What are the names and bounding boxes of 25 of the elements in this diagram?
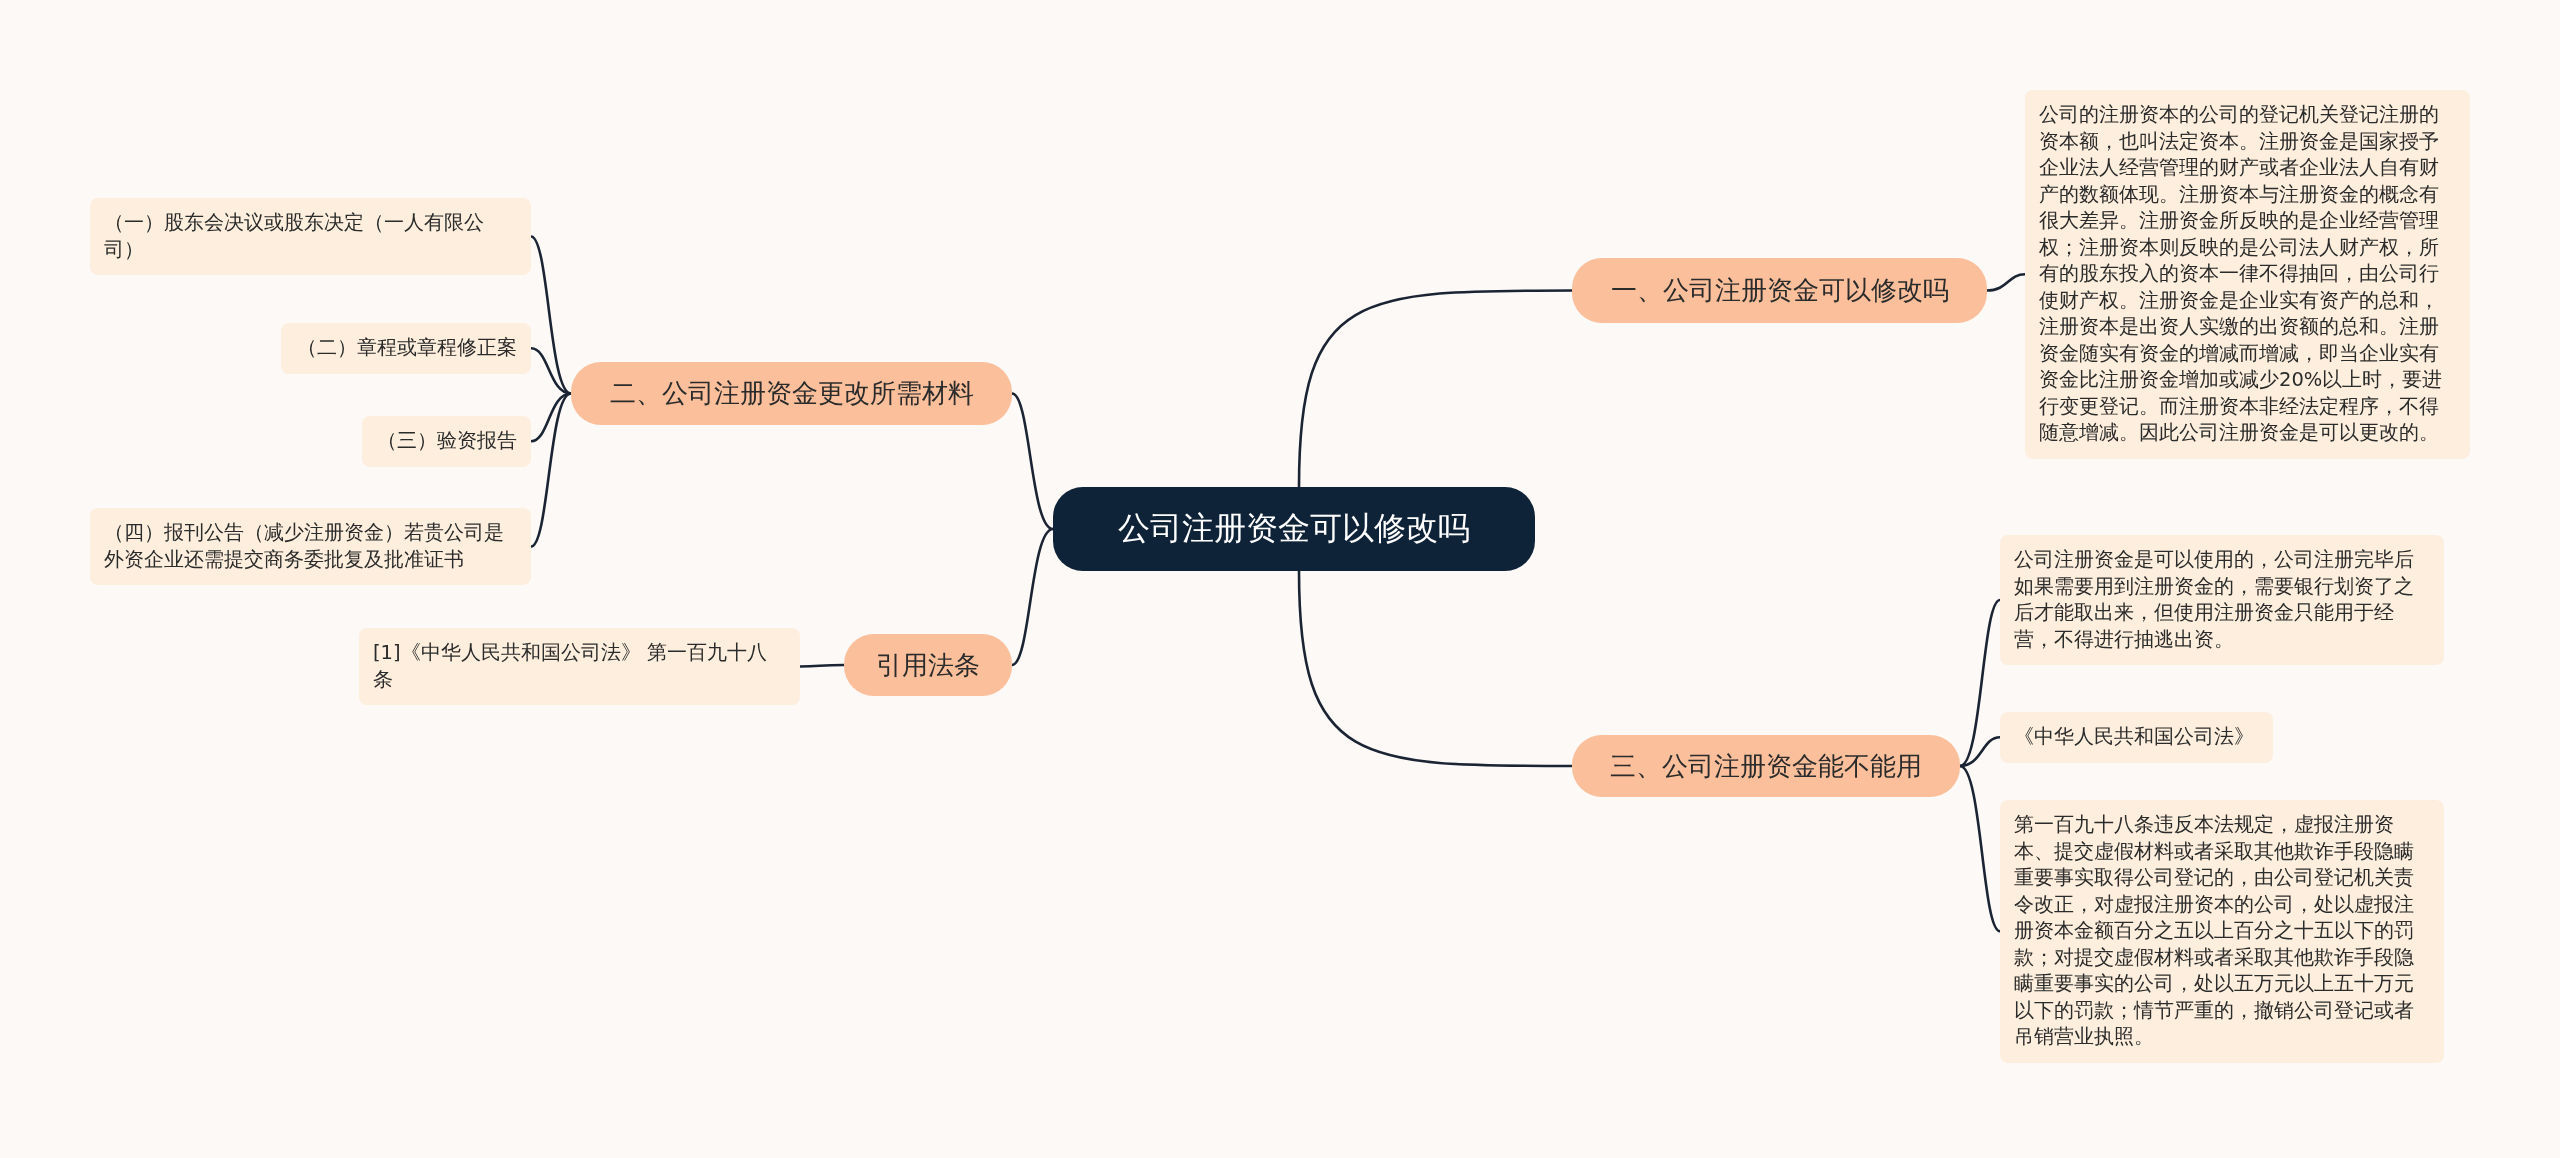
topic-box: 三、公司注册资金能不能用	[1572, 735, 1960, 797]
note-box: （三）验资报告	[362, 416, 531, 467]
note-box: （四）报刊公告（减少注册资金）若贵公司是外资企业还需提交商务委批复及批准证书	[90, 508, 531, 585]
note-box: （一）股东会决议或股东决定（一人有限公司）	[90, 198, 531, 275]
connector	[1297, 289, 1572, 488]
note-box: [1]《中华人民共和国公司法》 第一百九十八条	[359, 628, 800, 705]
connector	[1011, 392, 1054, 531]
topic-box: 一、公司注册资金可以修改吗	[1572, 258, 1987, 323]
connector	[1986, 272, 2026, 292]
note-box: 第一百九十八条违反本法规定，虚报注册资本、提交虚假材料或者采取其他欺诈手段隐瞒重要事实取得公司登记的，由公司登记机关责令改正，对虚报注册资本的公司，处以虚报注册资本金额百分之五以上百分之十五以下的罚款；对提交虚假材料或者采取其他欺诈手段隐瞒重要事实的公司，处以五万元以上五十万元以下的罚款；情节严重的，撤销公司登记或者吊销营业执照。	[2000, 800, 2444, 1063]
note-box: 公司注册资金是可以使用的，公司注册完毕后如果需要用到注册资金的，需要银行划资了之后才能取出来，但使用注册资金只能用于经营，不得进行抽逃出资。	[2000, 535, 2444, 665]
connector	[800, 663, 844, 668]
connector	[530, 392, 572, 548]
topic-box: 二、公司注册资金更改所需材料	[571, 362, 1012, 425]
topic-box: 引用法条	[844, 634, 1012, 696]
connector	[530, 346, 572, 395]
connector	[1297, 570, 1572, 768]
connector	[1959, 764, 2001, 933]
note-box: 公司的注册资本的公司的登记机关登记注册的资本额，也叫法定资本。注册资金是国家授予企业法人经营管理的财产或者企业法人自有财产的数额体现。注册资本与注册资金的概念有很大差异。注册资金所反映的是企业经营管理权；注册资本则反映的是公司法人财产权，所有的股东投入的资本一律不得抽回，由公司行使财产权。注册资金是企业实有资产的总和，注册资本是出资人实缴的出资额的总和。注册资金随实有资金的增减而增减，即当企业实有资金比注册资金增加或减少20%以上时，要进行变更登记。而注册资本非经法定程序，不得随意增减。因此公司注册资金是可以更改的。	[2025, 90, 2470, 459]
note-box: 《中华人民共和国公司法》	[2000, 712, 2273, 763]
central-topic: 公司注册资金可以修改吗	[1053, 487, 1535, 571]
connector	[530, 235, 572, 395]
note-box: （二）章程或章程修正案	[281, 323, 531, 374]
connector	[1011, 527, 1054, 667]
connector	[1959, 735, 2001, 768]
